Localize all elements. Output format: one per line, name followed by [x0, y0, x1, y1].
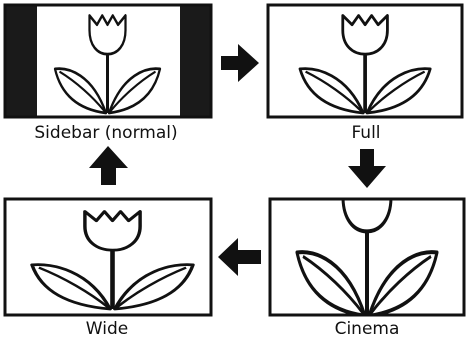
- arrow-up-icon: [89, 146, 128, 185]
- caption-wide: Wide: [86, 319, 128, 339]
- left-side-bar: [5, 5, 37, 117]
- arrow-left-icon: [218, 238, 261, 276]
- panel-frame: [3, 3, 213, 119]
- panel-frame: [268, 197, 466, 317]
- arrow-right-icon: [221, 44, 259, 82]
- caption-cinema: Cinema: [335, 319, 400, 339]
- panel-wide: [3, 197, 213, 317]
- caption-sidebar: Sidebar (normal): [34, 123, 177, 143]
- caption-full: Full: [351, 123, 380, 143]
- tulip-icon: [297, 176, 437, 316]
- tulip-icon: [53, 13, 162, 115]
- arrow-down-icon: [348, 149, 386, 188]
- right-side-bar: [180, 5, 211, 117]
- panel-full: [266, 3, 464, 119]
- panel-cinema: [268, 176, 466, 317]
- panel-sidebar: [3, 3, 213, 119]
